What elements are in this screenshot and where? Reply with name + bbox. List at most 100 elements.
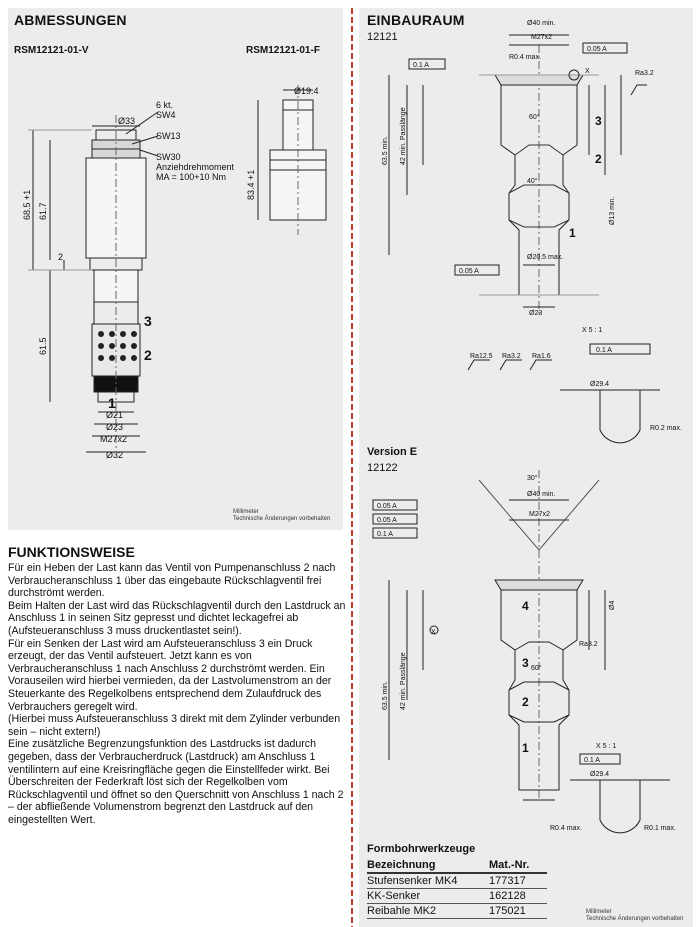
dim-d32: Ø32 <box>106 450 123 460</box>
tol-005-e2: 0.05 A <box>377 517 397 524</box>
dim-r04: R0.4 max. <box>509 54 541 61</box>
dim-m27-r: M27x2 <box>531 34 552 41</box>
dim-615: 61.5 <box>38 337 48 355</box>
tol-01-bottom: 0.1 A <box>584 757 600 764</box>
x-mark: X <box>585 68 590 75</box>
label-sw13: SW13 <box>156 131 181 141</box>
r04-bottom: R0.4 max. <box>550 825 582 832</box>
tool-name: Stufensenker MK4 <box>367 873 489 889</box>
port-1-right: 1 <box>569 226 576 240</box>
tool-name: Reibahle MK2 <box>367 903 489 919</box>
tol-005-bottom: 0.05 A <box>459 268 479 275</box>
tol-01-top: 0.1 A <box>413 62 429 69</box>
label-6kt: 6 kt. <box>156 100 173 110</box>
d294-bottom: Ø29.4 <box>590 771 609 778</box>
dim-2: 2 <box>58 252 63 262</box>
label-ma: MA = 100+10 Nm <box>156 172 226 182</box>
installation-code: 12121 <box>367 31 398 43</box>
port-3-right: 3 <box>595 114 602 128</box>
d294-detail: Ø29.4 <box>590 381 609 388</box>
ra125-detail: Ra12.5 <box>470 353 493 360</box>
ra16-detail: Ra1.6 <box>532 353 551 360</box>
angle-30: 30° <box>527 474 538 482</box>
detail-scale-bottom: X 5 : 1 <box>596 743 616 750</box>
tool-matnr: 177317 <box>489 873 547 889</box>
installation-title: EINBAURAUM <box>367 12 465 28</box>
tol-01-e: 0.1 A <box>377 531 393 538</box>
header-matnr: Mat.-Nr. <box>489 858 547 874</box>
port-1-label: 1 <box>108 395 116 411</box>
dim-d19: Ø19.4 <box>294 86 319 96</box>
installation-panel <box>359 8 693 927</box>
dim-685: 68.5 +1 <box>22 190 32 220</box>
version-title: Version E <box>367 446 418 458</box>
dim-d13: Ø13 min. <box>609 197 616 225</box>
tol-005-top: 0.05 A <box>587 46 607 53</box>
port-2-right: 2 <box>595 152 602 166</box>
angle-60-e: 60° <box>531 664 542 672</box>
dim-d21: Ø21 <box>106 410 123 420</box>
dim-834: 83.4 +1 <box>246 170 256 200</box>
dim-d205: Ø20.5 max. <box>527 254 563 261</box>
r02-detail: R0.2 max. <box>650 425 682 432</box>
cavity-drawing-12121: Ø40 min. M27x2 R0.4 max. 0.05 A 0.1 A Ra… <box>382 20 654 317</box>
detail-scale-top: X 5 : 1 <box>582 327 602 334</box>
cavity-drawing-12122: 30° Ø40 min. M27x2 0.05 A 0.05 A 0.1 A X… <box>372 470 616 801</box>
table-row: Stufensenker MK4 177317 <box>367 873 547 889</box>
ra32-e: Ra3.2 <box>579 641 598 648</box>
ra32-top: Ra3.2 <box>635 70 654 77</box>
table-header-row: Bezeichnung Mat.-Nr. <box>367 858 547 874</box>
x-mark-e: X <box>431 629 436 636</box>
tool-name: KK-Senker <box>367 888 489 904</box>
dim-d40: Ø40 min. <box>527 20 555 27</box>
dim-d33: Ø33 <box>118 116 135 126</box>
r01-bottom: R0.1 max. <box>644 825 676 832</box>
function-text: Für ein Heben der Last kann das Ventil v… <box>8 562 346 826</box>
function-paragraph: (Hierbei muss Aufsteueranschluss 3 direk… <box>8 713 341 738</box>
table-row: KK-Senker 162128 <box>367 888 547 904</box>
port-3-e: 3 <box>522 656 529 670</box>
dim-m27: M27x2 <box>100 434 127 444</box>
dim-passlaenge-e: 42 min. Passlänge <box>400 652 407 710</box>
ra32-detail: Ra3.2 <box>502 353 521 360</box>
column-divider <box>351 8 353 927</box>
dim-m27-e: M27x2 <box>529 511 550 518</box>
tool-matnr: 162128 <box>489 888 547 904</box>
code-f: RSM12121-01-F <box>246 45 320 56</box>
note-changes-right: Technische Änderungen vorbehalten <box>586 916 684 922</box>
tools-title: Formbohrwerkzeuge <box>367 843 476 855</box>
detail-x-bottom: X 5 : 1 0.1 A Ø29.4 R0.4 max. R0.1 max. <box>550 743 676 834</box>
tools-table: Bezeichnung Mat.-Nr. Stufensenker MK4 17… <box>367 858 547 919</box>
dim-635-e: 63.5 min. <box>382 681 389 710</box>
function-paragraph: Eine zusätzliche Begrenzungsfunktion des… <box>8 738 344 826</box>
valve-dimension-drawing: Ø33 6 kt. SW4 SW13 SW30 Anziehdrehmoment… <box>22 85 327 460</box>
port-3-label: 3 <box>144 313 152 329</box>
function-title: FUNKTIONSWEISE <box>8 544 135 560</box>
function-paragraph: Beim Halten der Last wird das Rückschlag… <box>8 599 346 637</box>
function-paragraph: Für ein Heben der Last kann das Ventil v… <box>8 562 336 600</box>
port-4-e: 4 <box>522 599 529 613</box>
angle-60: 60° <box>529 113 540 121</box>
label-sw4: SW4 <box>156 110 176 120</box>
port-2-e: 2 <box>522 695 529 709</box>
tol-01-detail: 0.1 A <box>596 347 612 354</box>
dim-635: 63.5 min. <box>382 136 389 165</box>
port-1-e: 1 <box>522 741 529 755</box>
label-sw30: SW30 <box>156 152 181 162</box>
detail-x-top: X 5 : 1 0.1 A Ra12.5 Ra3.2 Ra1.6 Ø29.4 R… <box>467 327 682 444</box>
code-v: RSM12121-01-V <box>14 45 89 56</box>
dim-d40-e: Ø40 min. <box>527 491 555 498</box>
dimensions-title: ABMESSUNGEN <box>14 12 127 28</box>
dim-passlaenge: 42 min. Passlänge <box>400 107 407 165</box>
table-row: Reibahle MK2 175021 <box>367 903 547 919</box>
dim-617: 61.7 <box>38 202 48 220</box>
dim-d23: Ø23 <box>106 422 123 432</box>
note-changes-left: Technische Änderungen vorbehalten <box>233 516 331 522</box>
function-paragraph: Für ein Senken der Last wird am Aufsteue… <box>8 637 332 713</box>
dim-d4-e: Ø4 <box>609 601 616 610</box>
angle-40: 40° <box>527 177 538 185</box>
tol-005-e1: 0.05 A <box>377 503 397 510</box>
tool-matnr: 175021 <box>489 903 547 919</box>
version-code: 12122 <box>367 462 398 474</box>
dim-d23-r: Ø23 <box>529 310 542 317</box>
